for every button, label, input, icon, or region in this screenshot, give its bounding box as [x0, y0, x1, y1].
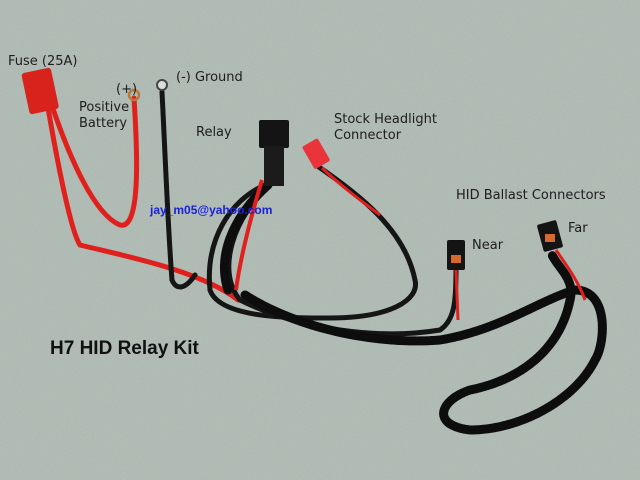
- ballast-connectors-label: HID Ballast Connectors: [456, 188, 606, 203]
- stock-headlight-label-line2: Connector: [334, 128, 402, 143]
- fuse-label: Fuse (25A): [8, 54, 78, 69]
- positive-ring-terminal: [127, 88, 141, 102]
- ground-label: (-) Ground: [176, 70, 243, 85]
- positive-label-line2: Battery: [79, 116, 128, 131]
- fuse-holder: [21, 67, 59, 115]
- positive-sign-label: (+): [116, 82, 138, 97]
- stock-headlight-connector: [302, 138, 330, 169]
- near-label: Near: [472, 238, 504, 253]
- kit-title: H7 HID Relay Kit: [50, 338, 199, 359]
- ground-ring-terminal: [156, 79, 168, 91]
- positive-label-line1: Positive: [79, 100, 130, 115]
- far-label: Far: [568, 221, 588, 236]
- stock-headlight-label-line1: Stock Headlight: [334, 112, 437, 127]
- watermark-email: jay_m05@yahoo.com: [150, 203, 273, 217]
- relay-label: Relay: [196, 125, 232, 140]
- relay-body: [259, 120, 289, 148]
